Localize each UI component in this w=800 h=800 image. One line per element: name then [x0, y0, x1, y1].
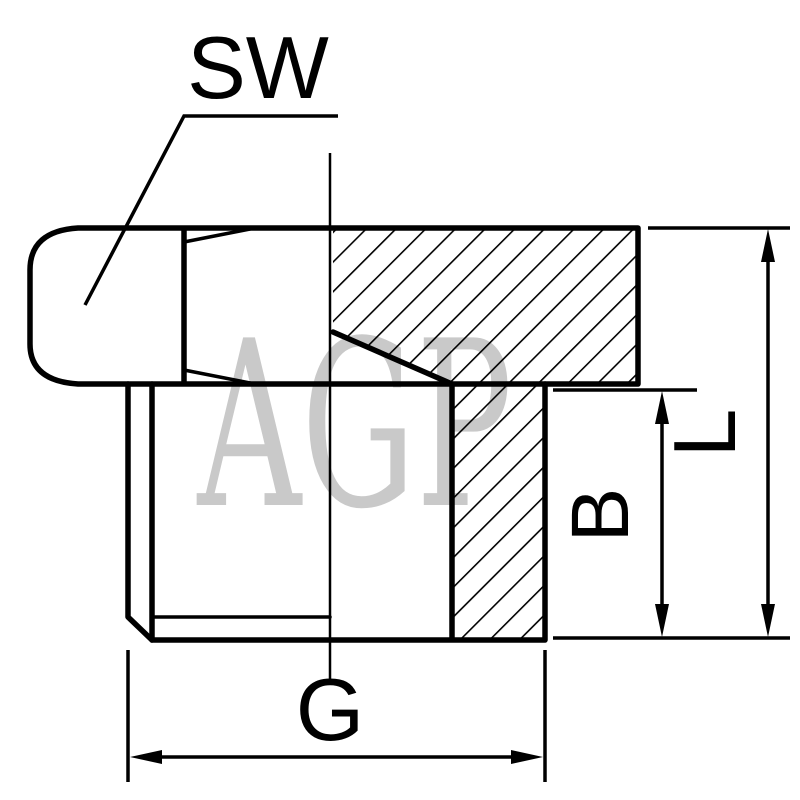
hex-facet-chamfer-bottom: [182, 368, 252, 385]
thread-body-outline: [149, 381, 548, 643]
sw-label: SW: [187, 18, 329, 117]
g-arrow-right: [511, 750, 543, 764]
part-outline: [27, 225, 641, 643]
section-hatching: [333, 228, 638, 638]
l-arrow-down: [761, 604, 775, 637]
hex-facet-chamfer-top: [182, 227, 252, 244]
section-hatch-head: [333, 228, 638, 384]
sw-leader-line: [83, 114, 338, 306]
dimension-sw: SW: [83, 18, 338, 306]
g-label: G: [296, 660, 364, 759]
thread-crest-line: [125, 381, 155, 643]
dimension-l: L: [553, 226, 790, 640]
b-arrow-down: [655, 604, 669, 637]
hex-head-outline: [27, 225, 641, 387]
dimension-g: G: [126, 650, 547, 782]
dimension-b: B: [553, 388, 697, 637]
section-hatch-wall: [452, 386, 545, 638]
b-label: B: [555, 488, 646, 543]
g-arrow-left: [130, 750, 162, 764]
l-label: L: [655, 409, 754, 458]
section-cone-edge-line: [330, 329, 455, 387]
l-arrow-up: [761, 229, 775, 262]
b-arrow-up: [655, 391, 669, 424]
